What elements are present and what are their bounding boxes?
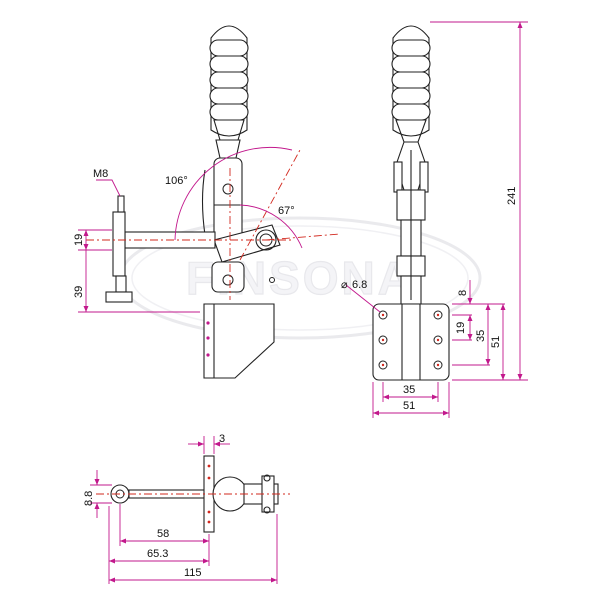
- dim-3: [188, 436, 230, 454]
- dim-8-8: [90, 470, 112, 518]
- dim-241: [430, 21, 528, 381]
- angle-arc-67: [239, 204, 303, 249]
- end-linkage: [393, 141, 429, 305]
- dim-35-bottom: 35: [403, 384, 415, 396]
- dim-19-right: 19: [455, 322, 467, 334]
- side-handle-arm: [201, 139, 281, 293]
- hole-dia-symbol: ⌀: [341, 279, 348, 291]
- hole-dia-label: 6.8: [352, 279, 367, 291]
- dim-58-label: 58: [157, 528, 169, 540]
- dim-51-right: 51: [490, 336, 502, 348]
- angle-arc-106: [174, 146, 293, 241]
- dim-8-right: 8: [457, 290, 469, 296]
- angle-106-label: 106°: [165, 175, 188, 187]
- thread-label: M8: [93, 168, 108, 180]
- dim-39-left: 39: [73, 286, 85, 298]
- end-handle-grip: [391, 25, 431, 143]
- side-view: 106° 67° M8 19 39: [73, 25, 341, 379]
- side-handle-grip: [209, 25, 249, 141]
- dim-3-label: 3: [219, 433, 225, 445]
- dim-65-3-label: 65.3: [147, 548, 168, 560]
- side-centerline-angle: [265, 233, 341, 241]
- hole-dia-leader: [345, 284, 381, 313]
- dim-115-label: 115: [184, 567, 202, 579]
- side-centerline-angle2: [239, 149, 301, 261]
- dim-left: [78, 229, 200, 313]
- dim-51-bottom: 51: [403, 400, 415, 412]
- end-view: ⌀ 6.8 241 8: [341, 21, 528, 418]
- dim-241-label: 241: [506, 187, 518, 205]
- dim-8-8-label: 8.8: [83, 491, 95, 506]
- dim-19-left: 19: [73, 234, 85, 246]
- top-view: 3 8.8 58 65.3 115: [83, 433, 290, 584]
- thread-leader: [96, 179, 121, 197]
- dim-right-stack: [452, 280, 506, 380]
- dim-top-horizontal: [108, 504, 278, 584]
- dim-bottom-stack: [372, 382, 450, 418]
- angle-67-label: 67°: [278, 205, 295, 217]
- side-base-plate: [203, 303, 275, 379]
- dim-35-right: 35: [475, 330, 487, 342]
- end-base-plate: [372, 303, 450, 381]
